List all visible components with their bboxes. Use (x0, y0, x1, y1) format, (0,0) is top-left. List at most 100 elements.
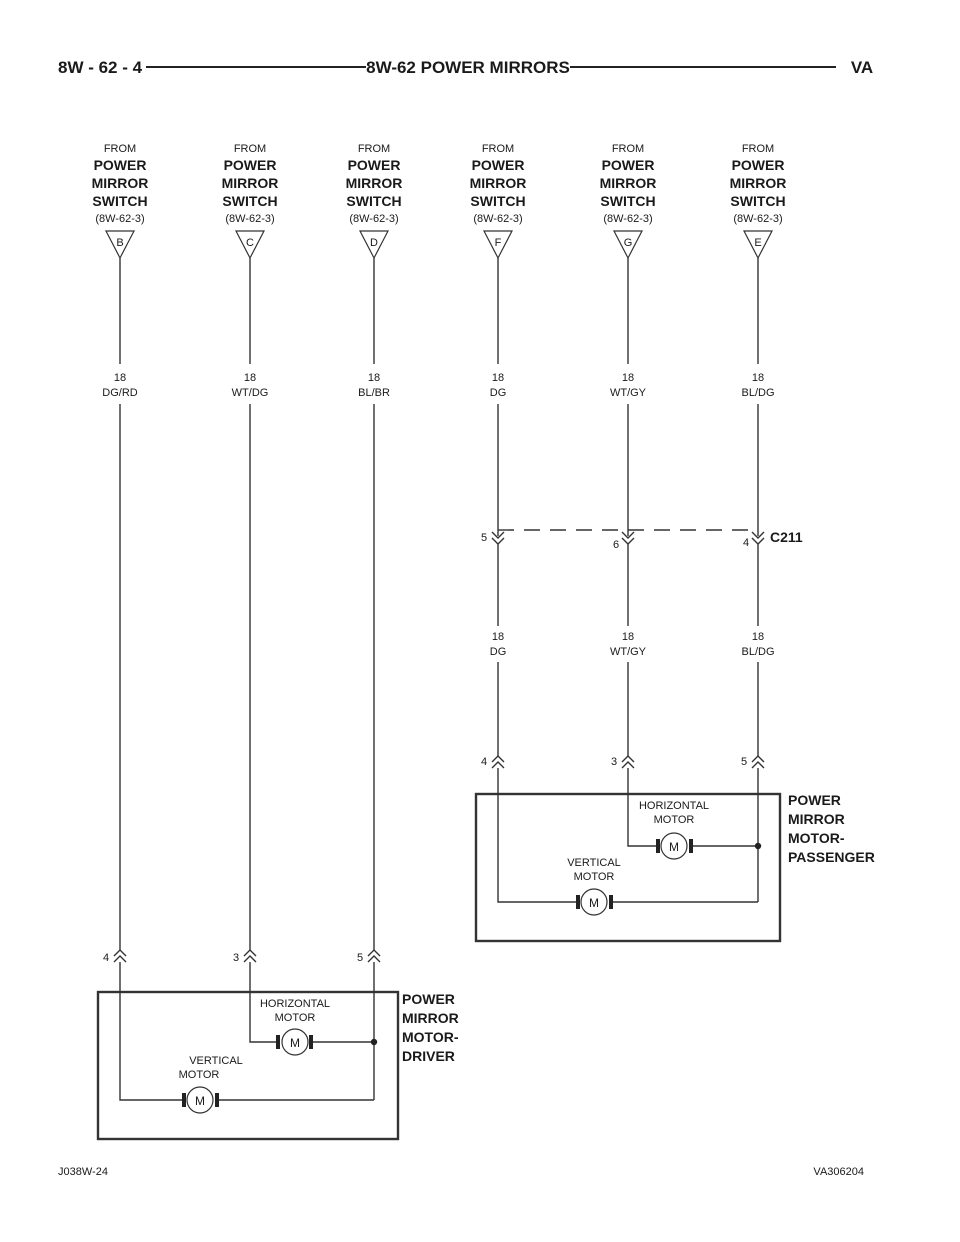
source-name-line: MIRROR (600, 175, 657, 191)
wire-color: BL/DG (741, 387, 774, 399)
driver-motor-title: MOTOR- (402, 1029, 459, 1045)
wire-segment (627, 768, 658, 847)
motor-terminal (182, 1093, 186, 1107)
motor-symbol: M (195, 1094, 205, 1108)
c211-pin: 5 (481, 532, 487, 544)
source-from: FROM (104, 143, 136, 155)
horizontal-motor-label: HORIZONTAL (639, 800, 709, 812)
passenger-motor-title: MIRROR (788, 811, 845, 827)
vertical-motor-label: MOTOR (574, 871, 615, 883)
vertical-motor-label: VERTICAL (567, 857, 621, 869)
source-ref: (8W-62-3) (603, 213, 652, 225)
connector-chevron-icon (491, 755, 505, 769)
source-name-line: SWITCH (600, 193, 655, 209)
driver-motor-box (96, 990, 400, 1141)
connector-chevron-icon (243, 949, 257, 963)
wire-color: WT/GY (610, 646, 647, 658)
passenger-motor-title: PASSENGER (788, 849, 875, 865)
connector-chevron-icon (621, 755, 635, 769)
source-pin: D (370, 237, 378, 249)
source-name-line: SWITCH (346, 193, 401, 209)
source-ref: (8W-62-3) (473, 213, 522, 225)
source-switch-pin-b: FROM POWER MIRROR SWITCH (8W-62-3) B 18 … (92, 143, 149, 399)
motor-pin: 3 (611, 756, 617, 768)
source-ref: (8W-62-3) (95, 213, 144, 225)
wire-gauge: 18 (244, 372, 256, 384)
source-name-line: MIRROR (222, 175, 279, 191)
source-name-line: MIRROR (730, 175, 787, 191)
c211-pin: 4 (743, 537, 749, 549)
wire-color: WT/GY (610, 387, 647, 399)
connector-chevron-icon (367, 949, 381, 963)
source-name-line: POWER (224, 157, 277, 173)
motor-pin: 3 (233, 952, 239, 964)
wire-segment (497, 768, 578, 903)
source-ref: (8W-62-3) (733, 213, 782, 225)
connector-triangle-icon (483, 230, 513, 260)
horizontal-motor-label: HORIZONTAL (260, 998, 330, 1010)
source-name-line: POWER (732, 157, 785, 173)
connector-triangle-icon (743, 230, 773, 260)
connector-triangle-icon (105, 230, 135, 260)
passenger-motor-title: POWER (788, 792, 841, 808)
source-name-line: MIRROR (346, 175, 403, 191)
wire-segment (249, 962, 278, 1043)
connector-chevron-icon (751, 755, 765, 769)
wire-gauge: 18 (752, 631, 764, 643)
source-from: FROM (358, 143, 390, 155)
passenger-motor-title: MOTOR- (788, 830, 845, 846)
source-name-line: POWER (602, 157, 655, 173)
source-pin: C (246, 237, 254, 249)
motor-pin: 4 (103, 952, 109, 964)
motor-symbol: M (669, 840, 679, 854)
motor-icon (281, 1028, 309, 1056)
motor-icon (660, 832, 688, 860)
driver-motor-title: POWER (402, 991, 455, 1007)
vertical-motor-label: MOTOR (179, 1069, 220, 1081)
source-ref: (8W-62-3) (225, 213, 274, 225)
wire-color: DG (490, 387, 507, 399)
source-from: FROM (482, 143, 514, 155)
source-pin: B (116, 237, 123, 249)
horizontal-motor-label: MOTOR (654, 814, 695, 826)
source-from: FROM (612, 143, 644, 155)
source-name-line: SWITCH (470, 193, 525, 209)
motor-pin: 5 (357, 952, 363, 964)
wire-color: DG/RD (102, 387, 138, 399)
wire-gauge: 18 (752, 372, 764, 384)
wire-color: BL/DG (741, 646, 774, 658)
wire-gauge: 18 (114, 372, 126, 384)
splice-dot-icon (754, 842, 762, 850)
splice-dot-icon (370, 1038, 378, 1046)
connector-triangle-icon (359, 230, 389, 260)
motor-symbol: M (589, 896, 599, 910)
footer-right-code: VA306204 (813, 1166, 864, 1178)
driver-mirror-motor: 4 3 5 M HORIZONTAL MOTOR M VERTICAL MOTO… (96, 949, 459, 1141)
motor-terminal (276, 1035, 280, 1049)
motor-pin: 4 (481, 756, 487, 768)
source-switch-pin-e: FROM POWER MIRROR SWITCH (8W-62-3) E 18 … (730, 143, 787, 399)
source-name-line: POWER (94, 157, 147, 173)
horizontal-motor-label: MOTOR (275, 1012, 316, 1024)
wire-color: DG (490, 646, 507, 658)
footer-left-code: J038W-24 (58, 1166, 108, 1178)
source-name-line: MIRROR (470, 175, 527, 191)
source-pin: E (754, 237, 761, 249)
driver-motor-title: DRIVER (402, 1048, 455, 1064)
connector-triangle-icon (235, 230, 265, 260)
motor-terminal (609, 895, 613, 909)
motor-icon (580, 888, 608, 916)
source-from: FROM (742, 143, 774, 155)
motor-terminal (656, 839, 660, 853)
source-switch-pin-c: FROM POWER MIRROR SWITCH (8W-62-3) C 18 … (222, 143, 279, 399)
source-name-line: SWITCH (222, 193, 277, 209)
page-header: 8W - 62 - 4 8W-62 POWER MIRRORS VA (58, 58, 873, 77)
source-pin: G (624, 237, 633, 249)
connector-triangle-icon (613, 230, 643, 260)
motor-symbol: M (290, 1036, 300, 1050)
source-pin: F (495, 237, 502, 249)
wire-gauge: 18 (622, 372, 634, 384)
motor-pin: 5 (741, 756, 747, 768)
source-name-line: POWER (348, 157, 401, 173)
